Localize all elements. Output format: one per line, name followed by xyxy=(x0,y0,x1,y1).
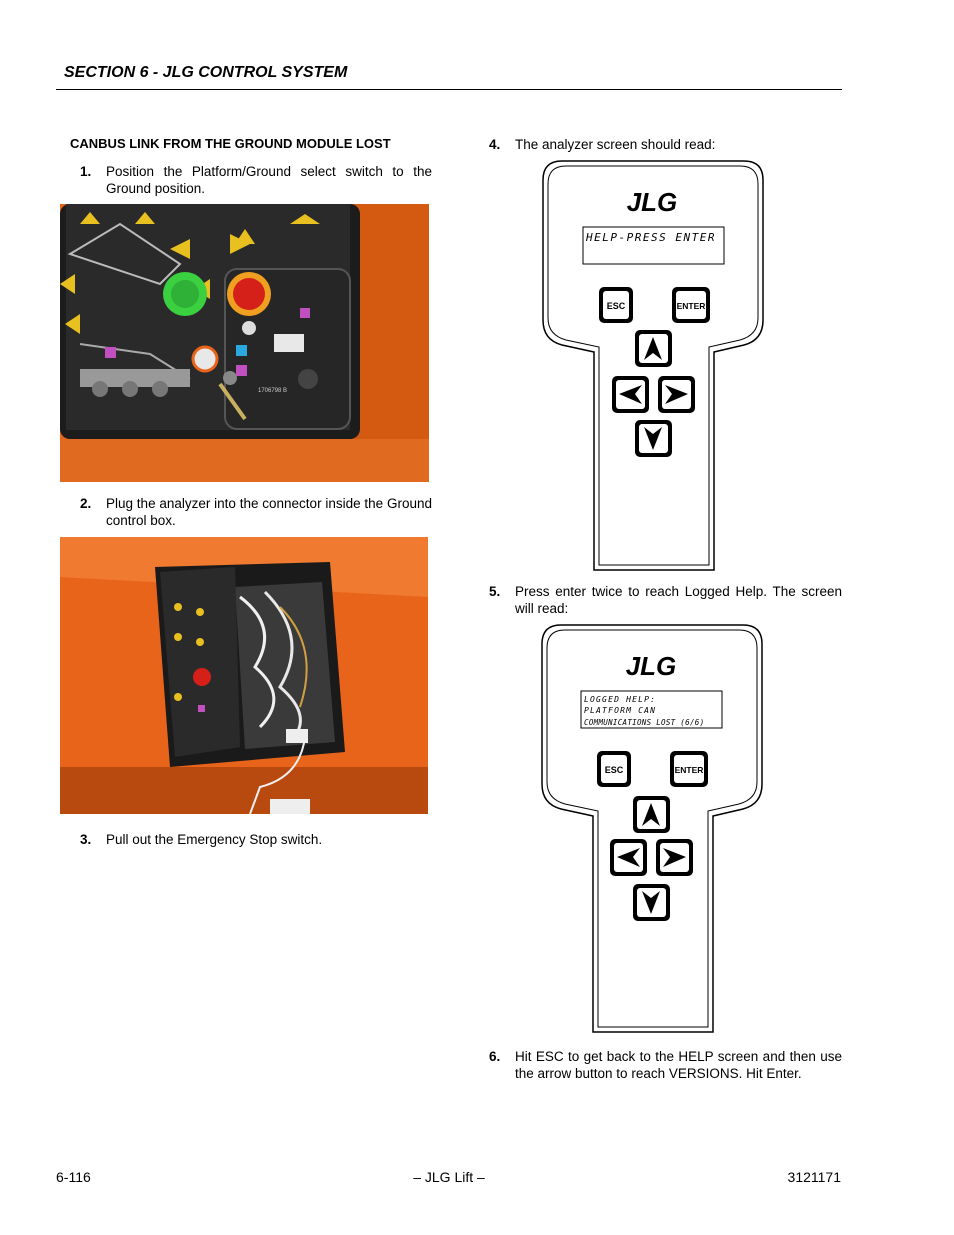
step-text: Plug the analyzer into the connector ins… xyxy=(106,496,432,528)
down-arrow-icon xyxy=(642,891,660,914)
esc-button[interactable]: ESC xyxy=(599,287,633,323)
open-control-box-photo xyxy=(60,537,428,814)
up-arrow-icon xyxy=(644,337,662,360)
left-arrow-button[interactable] xyxy=(610,839,647,876)
header-rule xyxy=(56,89,842,90)
document-number: 3121171 xyxy=(787,1169,841,1185)
ground-control-panel-photo: 1706798 B xyxy=(60,204,429,482)
step-5: 5. Press enter twice to reach Logged Hel… xyxy=(489,583,842,619)
up-arrow-button[interactable] xyxy=(635,330,672,367)
step-number: 1. xyxy=(80,164,92,179)
enter-button[interactable]: ENTER xyxy=(670,751,708,787)
section-header: SECTION 6 - JLG CONTROL SYSTEM xyxy=(64,64,348,81)
page-number: 6-116 xyxy=(56,1169,91,1185)
up-arrow-button[interactable] xyxy=(633,796,670,833)
left-arrow-button[interactable] xyxy=(612,376,649,413)
left-arrow-icon xyxy=(617,848,640,867)
step-4: 4. The analyzer screen should read: xyxy=(489,136,842,154)
enter-button[interactable]: ENTER xyxy=(672,287,710,323)
step-3: 3. Pull out the Emergency Stop switch. xyxy=(80,831,432,849)
lcd-line-3: COMMUNICATIONS LOST (6/6) xyxy=(584,718,704,727)
step-number: 3. xyxy=(80,832,92,847)
down-arrow-icon xyxy=(644,427,662,450)
esc-button[interactable]: ESC xyxy=(597,751,631,787)
jlg-logo: JLG xyxy=(626,651,677,681)
lcd-line-2: PLATFORM CAN xyxy=(584,706,656,715)
right-arrow-icon xyxy=(663,848,686,867)
panel-decal-number: 1706798 B xyxy=(258,388,287,394)
step-1: 1. Position the Platform/Ground select s… xyxy=(80,163,432,199)
step-number: 6. xyxy=(489,1049,501,1064)
esc-label: ESC xyxy=(607,301,626,311)
step-number: 5. xyxy=(489,584,501,599)
step-text: The analyzer screen should read: xyxy=(515,137,716,152)
analyzer-device-2: JLG LOGGED HELP: PLATFORM CAN COMMUNICAT… xyxy=(541,624,763,1034)
step-text: Press enter twice to reach Logged Help. … xyxy=(515,584,842,616)
step-6: 6. Hit ESC to get back to the HELP scree… xyxy=(489,1048,842,1084)
down-arrow-button[interactable] xyxy=(633,884,670,921)
analyzer-device-1: JLG HELP-PRESS ENTER ESC ENTER xyxy=(542,160,764,572)
procedure-heading: CANBUS LINK FROM THE GROUND MODULE LOST xyxy=(70,136,391,151)
step-number: 2. xyxy=(80,496,92,511)
lcd-line-1: LOGGED HELP: xyxy=(584,695,656,704)
up-arrow-icon xyxy=(642,803,660,826)
step-text: Pull out the Emergency Stop switch. xyxy=(106,832,323,847)
down-arrow-button[interactable] xyxy=(635,420,672,457)
step-number: 4. xyxy=(489,137,501,152)
right-arrow-icon xyxy=(665,385,688,404)
esc-label: ESC xyxy=(605,765,624,775)
step-2: 2. Plug the analyzer into the connector … xyxy=(80,495,432,531)
left-arrow-icon xyxy=(619,385,642,404)
right-arrow-button[interactable] xyxy=(658,376,695,413)
footer-center-text: – JLG Lift – xyxy=(413,1169,485,1185)
step-text: Position the Platform/Ground select swit… xyxy=(106,164,432,196)
enter-label: ENTER xyxy=(677,301,706,311)
lcd-line-1: HELP-PRESS ENTER xyxy=(585,231,716,244)
right-arrow-button[interactable] xyxy=(656,839,693,876)
jlg-logo: JLG xyxy=(627,187,678,217)
step-text: Hit ESC to get back to the HELP screen a… xyxy=(515,1049,842,1081)
enter-label: ENTER xyxy=(675,765,704,775)
